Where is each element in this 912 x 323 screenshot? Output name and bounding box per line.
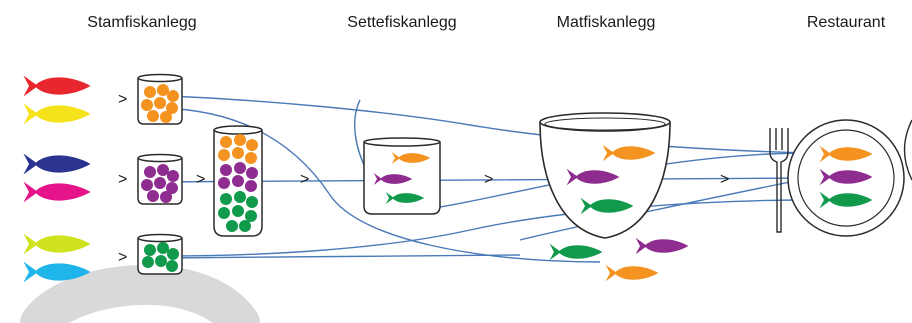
fish-icon xyxy=(23,153,91,175)
knife-edge xyxy=(903,119,912,181)
stage-label-matfiskanlegg: Matfiskanlegg xyxy=(556,14,656,31)
fork-icon xyxy=(769,128,789,233)
plate-icon xyxy=(787,119,905,237)
flow-arrow: > xyxy=(118,91,127,108)
fish-icon xyxy=(635,237,689,255)
fish-icon xyxy=(23,233,91,255)
escaped-fish-group xyxy=(549,237,689,282)
stage-label-restaurant: Restaurant xyxy=(806,14,886,31)
tank-icon xyxy=(363,137,441,215)
fish-icon xyxy=(605,264,659,282)
flow-arrow: > xyxy=(118,171,127,188)
incubator-cylinder-icon xyxy=(213,125,263,237)
fish-icon xyxy=(23,75,91,97)
flow-arrow: > xyxy=(196,171,205,188)
stage-label-settefiskanlegg: Settefiskanlegg xyxy=(347,14,457,31)
stage-label-stamfiskanlegg: Stamfiskanlegg xyxy=(87,14,197,31)
egg-jar-purple xyxy=(137,153,183,205)
egg-jar-orange xyxy=(137,73,183,125)
fish-icon xyxy=(549,243,603,261)
flow-arrows: > > > > > > > xyxy=(118,91,729,266)
flow-arrow: > xyxy=(118,249,127,266)
watermark-arc xyxy=(20,265,260,323)
flow-arrow: > xyxy=(484,171,493,188)
fish-icon xyxy=(23,103,91,125)
broodstock-fish-group xyxy=(23,75,91,283)
flow-arrow: > xyxy=(300,171,309,188)
flow-arrow: > xyxy=(720,171,729,188)
egg-jar-green xyxy=(137,233,183,275)
net-pen-icon xyxy=(539,112,671,239)
fish-icon xyxy=(23,181,91,203)
